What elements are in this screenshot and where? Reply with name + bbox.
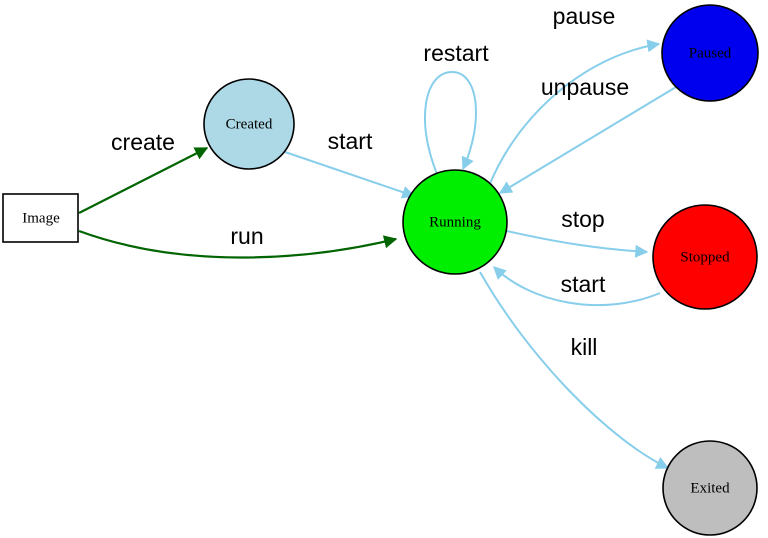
node-exited-shape xyxy=(662,440,758,536)
edge-create[interactable]: create xyxy=(78,129,209,214)
edge-start-created[interactable]: start xyxy=(284,128,416,199)
node-image-label: Image xyxy=(22,210,60,226)
node-exited-label: Exited xyxy=(690,480,730,496)
edge-start-stopped-path xyxy=(493,266,661,307)
edge-start-stopped[interactable]: start xyxy=(493,266,661,307)
edge-pause-label: pause xyxy=(553,3,616,29)
nodes-layer: Image Created Running Paused Stopped xyxy=(2,4,759,536)
edge-kill-path xyxy=(479,271,670,469)
edge-restart-path xyxy=(424,70,477,175)
edge-create-path xyxy=(78,147,209,214)
node-stopped[interactable]: Stopped xyxy=(652,204,758,310)
node-stopped-label: Stopped xyxy=(680,249,730,265)
edge-run-path xyxy=(78,229,398,259)
edge-stop[interactable]: stop xyxy=(506,206,649,258)
edge-start-created-label: start xyxy=(328,128,373,154)
edge-start-created-path xyxy=(284,151,416,199)
node-running-label: Running xyxy=(429,214,481,230)
edge-unpause[interactable]: unpause xyxy=(498,74,677,194)
node-image[interactable]: Image xyxy=(2,193,79,243)
node-created-label: Created xyxy=(226,116,273,132)
edge-kill[interactable]: kill xyxy=(479,271,670,469)
edge-unpause-path xyxy=(498,86,677,194)
edge-restart-label: restart xyxy=(423,40,489,66)
edge-create-label: create xyxy=(111,129,175,155)
edge-run-label: run xyxy=(230,223,263,249)
node-paused[interactable]: Paused xyxy=(661,4,759,102)
edge-start-stopped-label: start xyxy=(561,271,606,297)
edge-pause-path xyxy=(488,39,661,187)
edge-kill-label: kill xyxy=(571,334,598,360)
edge-stop-label: stop xyxy=(561,206,604,232)
node-paused-label: Paused xyxy=(689,45,732,61)
node-exited[interactable]: Exited xyxy=(662,440,758,536)
edge-pause[interactable]: pause xyxy=(488,3,661,187)
node-created[interactable]: Created xyxy=(203,78,295,170)
edge-run[interactable]: run xyxy=(78,223,398,259)
node-running-shape xyxy=(402,169,508,275)
edge-unpause-label: unpause xyxy=(541,74,629,100)
node-image-shape xyxy=(2,193,79,243)
edge-stop-path xyxy=(506,230,649,258)
node-stopped-shape xyxy=(652,204,758,310)
node-running[interactable]: Running xyxy=(402,169,508,275)
edge-restart[interactable]: restart xyxy=(423,40,489,175)
edges-layer: create run start restart pause xyxy=(78,3,677,469)
node-created-shape xyxy=(203,78,295,170)
node-paused-shape xyxy=(661,4,759,102)
